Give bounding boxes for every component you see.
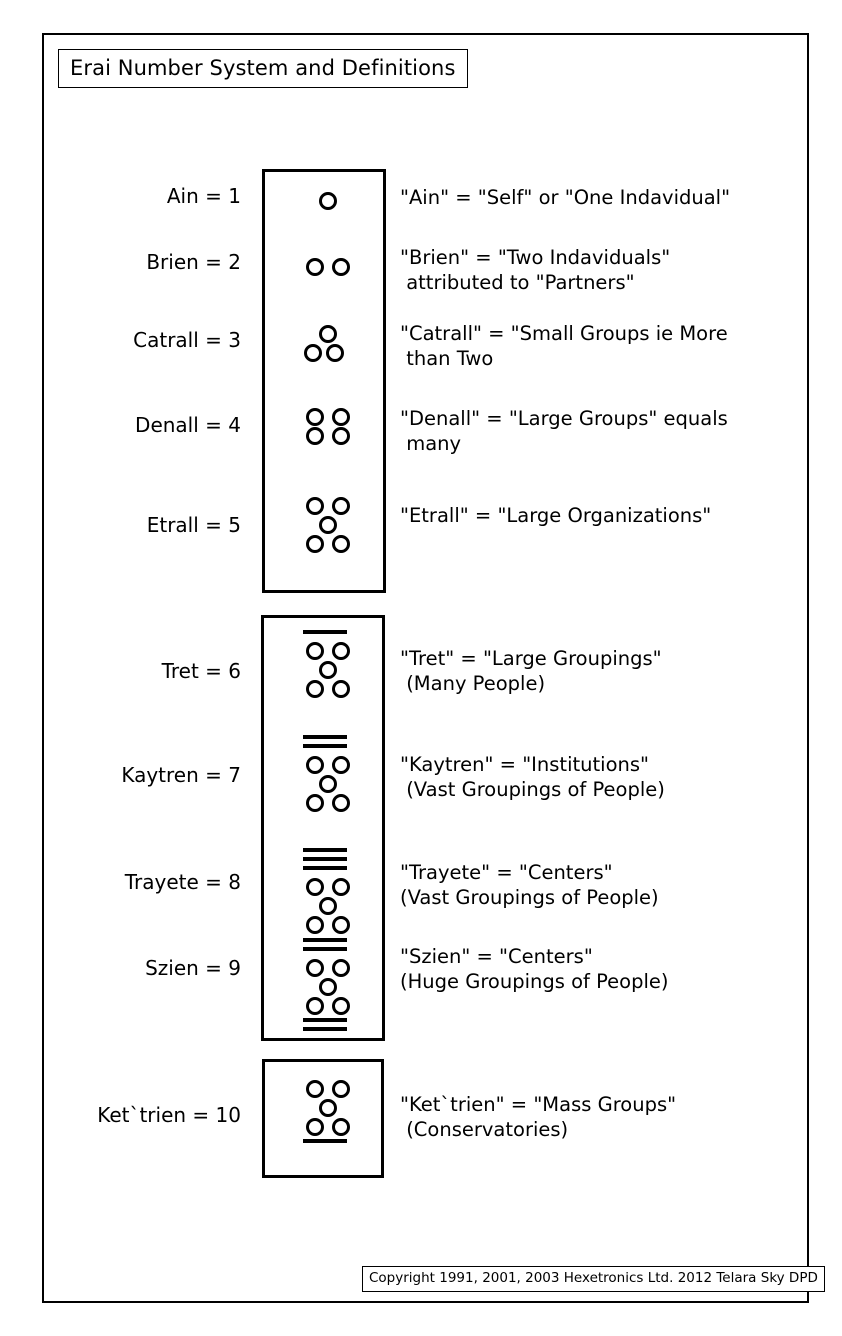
numeral-group-box-3 (262, 1059, 384, 1178)
glyph-bar-below (303, 1027, 347, 1031)
numeral-definition-5: "Etrall" = "Large Organizations" (400, 503, 711, 528)
glyph-dot (326, 344, 344, 362)
glyph-bar-above (303, 630, 347, 634)
glyph-bar-above (303, 744, 347, 748)
definition-line-2: (Many People) (400, 672, 546, 695)
definition-line-1: "Denall" = "Large Groups" equals (400, 407, 728, 430)
numeral-definition-4: "Denall" = "Large Groups" equals many (400, 406, 728, 456)
numeral-definition-7: "Kaytren" = "Institutions" (Vast Groupin… (400, 752, 665, 802)
definition-line-2: (Vast Groupings of People) (400, 886, 659, 909)
glyph-dot (306, 916, 324, 934)
numeral-definition-6: "Tret" = "Large Groupings" (Many People) (400, 646, 662, 696)
numeral-label-4: Denall = 4 (135, 413, 241, 437)
glyph-dot (306, 997, 324, 1015)
glyph-dot (306, 1080, 324, 1098)
glyph-dot (332, 642, 350, 660)
definition-line-2: attributed to "Partners" (400, 271, 635, 294)
glyph-dot (306, 1118, 324, 1136)
numeral-definition-9: "Szien" = "Centers"(Huge Groupings of Pe… (400, 944, 668, 994)
definition-line-2: many (400, 432, 462, 455)
glyph-dot (319, 978, 337, 996)
definition-line-1: "Etrall" = "Large Organizations" (400, 504, 712, 527)
glyph-dot (332, 408, 350, 426)
glyph-dot (319, 1099, 337, 1117)
definition-line-2: (Vast Groupings of People) (400, 778, 665, 801)
glyph-bar-above (303, 866, 347, 870)
glyph-dot (332, 997, 350, 1015)
glyph-dot (319, 192, 337, 210)
glyph-dot (319, 516, 337, 534)
glyph-bar-above (303, 857, 347, 861)
definition-line-1: "Ket`trien" = "Mass Groups" (400, 1093, 677, 1116)
glyph-dot (332, 535, 350, 553)
glyph-dot (306, 959, 324, 977)
glyph-bar-above (303, 848, 347, 852)
page-title-box: Erai Number System and Definitions (58, 49, 468, 88)
glyph-dot (306, 756, 324, 774)
glyph-dot (332, 756, 350, 774)
glyph-dot (306, 642, 324, 660)
numeral-definition-8: "Trayete" = "Centers"(Vast Groupings of … (400, 860, 659, 910)
glyph-dot (306, 408, 324, 426)
definition-line-1: "Catrall" = "Small Groups ie More (400, 322, 728, 345)
glyph-dot (306, 258, 324, 276)
glyph-dot (306, 497, 324, 515)
glyph-dot (306, 680, 324, 698)
numeral-label-7: Kaytren = 7 (121, 763, 241, 787)
glyph-bar-above (303, 938, 347, 942)
glyph-dot (332, 878, 350, 896)
glyph-dot (306, 427, 324, 445)
glyph-bar-above (303, 735, 347, 739)
glyph-dot (304, 344, 322, 362)
glyph-dot (332, 916, 350, 934)
glyph-dot (306, 535, 324, 553)
numeral-definition-1: "Ain" = "Self" or "One Indavidual" (400, 185, 730, 210)
glyph-dot (319, 897, 337, 915)
numeral-label-9: Szien = 9 (145, 956, 241, 980)
definition-line-2: than Two (400, 347, 494, 370)
numeral-label-6: Tret = 6 (161, 659, 241, 683)
glyph-dot (319, 775, 337, 793)
numeral-definition-2: "Brien" = "Two Indaviduals" attributed t… (400, 245, 670, 295)
glyph-dot (332, 427, 350, 445)
definition-line-2: (Huge Groupings of People) (400, 970, 669, 993)
numeral-group-box-2 (261, 615, 385, 1041)
numeral-label-1: Ain = 1 (166, 184, 241, 208)
glyph-dot (332, 680, 350, 698)
glyph-dot (306, 794, 324, 812)
glyph-dot (306, 878, 324, 896)
copyright-box: Copyright 1991, 2001, 2003 Hexetronics L… (362, 1266, 825, 1292)
definition-line-1: "Trayete" = "Centers" (400, 861, 613, 884)
copyright-notice: Copyright 1991, 2001, 2003 Hexetronics L… (369, 1270, 818, 1287)
definition-line-1: "Kaytren" = "Institutions" (400, 753, 649, 776)
glyph-dot (332, 1118, 350, 1136)
numeral-definition-3: "Catrall" = "Small Groups ie More than T… (400, 321, 728, 371)
definition-line-1: "Szien" = "Centers" (400, 945, 593, 968)
glyph-bar-above (303, 947, 347, 951)
glyph-dot (332, 258, 350, 276)
page-title: Erai Number System and Definitions (70, 56, 456, 80)
page-border (42, 33, 809, 1303)
numeral-label-8: Trayete = 8 (124, 870, 241, 894)
glyph-dot (332, 497, 350, 515)
numeral-label-3: Catrall = 3 (133, 328, 241, 352)
numeral-label-10: Ket`trien = 10 (97, 1103, 241, 1127)
definition-line-1: "Tret" = "Large Groupings" (400, 647, 662, 670)
glyph-dot (332, 959, 350, 977)
numeral-label-5: Etrall = 5 (146, 513, 241, 537)
glyph-dot (332, 1080, 350, 1098)
definition-line-2: (Conservatories) (400, 1118, 569, 1141)
glyph-dot (332, 794, 350, 812)
definition-line-1: "Brien" = "Two Indaviduals" (400, 246, 671, 269)
glyph-bar-below (303, 1139, 347, 1143)
glyph-dot (319, 661, 337, 679)
numeral-definition-10: "Ket`trien" = "Mass Groups" (Conservator… (400, 1092, 676, 1142)
definition-line-1: "Ain" = "Self" or "One Indavidual" (400, 186, 731, 209)
numeral-label-2: Brien = 2 (146, 250, 241, 274)
glyph-bar-below (303, 1018, 347, 1022)
glyph-dot (319, 325, 337, 343)
